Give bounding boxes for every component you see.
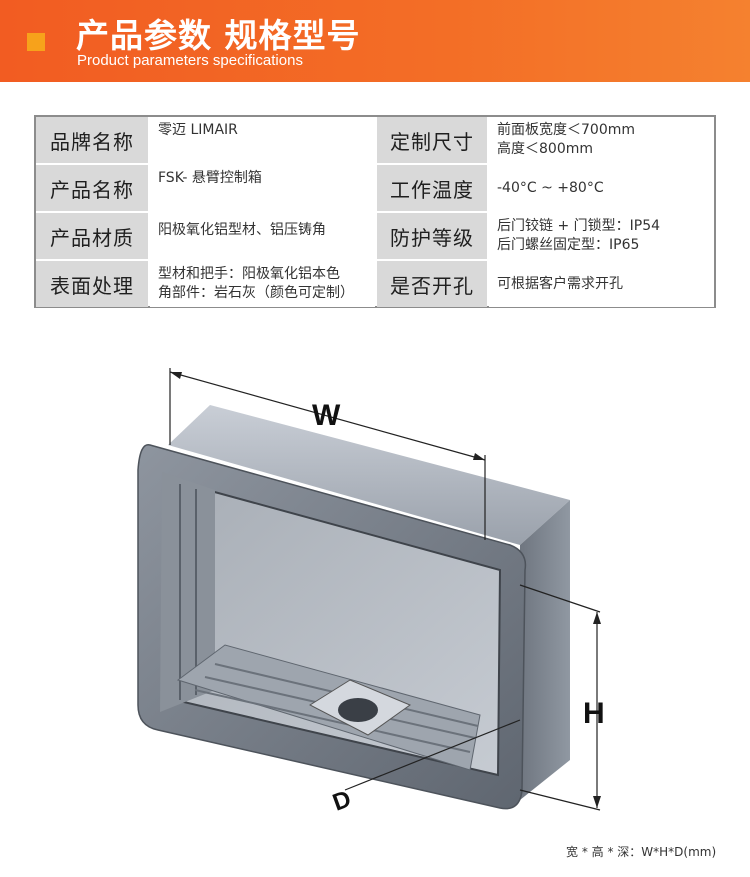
spec-value: FSK- 悬臂控制箱 (150, 165, 375, 211)
accent-square-icon (27, 33, 45, 51)
spec-value-line: 阳极氧化铝型材、铝压铸角 (158, 222, 326, 238)
dimension-label-d: D (329, 785, 355, 816)
spec-value-line: 高度＜800mm (497, 141, 593, 157)
spec-label: 品牌名称 (36, 117, 148, 163)
header-banner: 产品参数 规格型号 Product parameters specificati… (0, 0, 750, 82)
rail-line (194, 689, 471, 753)
spec-value-line: FSK- 悬臂控制箱 (158, 170, 262, 186)
dimension-label-w: W (312, 399, 341, 432)
spec-label: 定制尺寸 (377, 117, 487, 163)
spec-label: 产品名称 (36, 165, 148, 211)
dimension-label-h: H (583, 697, 605, 730)
spec-label: 工作温度 (377, 165, 487, 211)
spec-value-line: -40°C ~ +80°C (497, 179, 604, 196)
dimensions-caption: 宽 * 高 * 深：W*H*D(mm) (566, 845, 717, 859)
enclosure-side-face (520, 500, 570, 800)
spec-value: 零迈 LIMAIR (150, 117, 375, 163)
spec-value: 后门铰链 + 门锁型：IP54 后门螺丝固定型：IP65 (489, 213, 714, 259)
spec-value-line: 角部件：岩石灰（颜色可定制） (158, 285, 354, 301)
spec-value: 前面板宽度＜700mm 高度＜800mm (489, 117, 714, 163)
spec-label: 是否开孔 (377, 261, 487, 307)
enclosure-top-face (168, 405, 570, 545)
spec-label: 表面处理 (36, 261, 148, 307)
page-subtitle: Product parameters specifications (77, 52, 303, 69)
spec-value: 型材和把手：阳极氧化铝本色 角部件：岩石灰（颜色可定制） (150, 261, 375, 307)
spec-value-line: 后门铰链 + 门锁型：IP54 (497, 218, 661, 234)
spec-value-line: 型材和把手：阳极氧化铝本色 (158, 266, 340, 282)
spec-value: 阳极氧化铝型材、铝压铸角 (150, 213, 375, 259)
page-title: 产品参数 规格型号 (76, 16, 361, 55)
spec-label: 防护等级 (377, 213, 487, 259)
enclosure-illustration: W H D (137, 368, 605, 817)
dimension-lines (169, 368, 601, 811)
spec-table: 品牌名称 零迈 LIMAIR 定制尺寸 前面板宽度＜700mm 高度＜800mm… (34, 115, 716, 308)
cable-hole (338, 698, 378, 722)
spec-value: 可根据客户需求开孔 (489, 261, 714, 307)
dimension-arrows (170, 372, 601, 808)
spec-value-line: 前面板宽度＜700mm (497, 122, 635, 138)
spec-label: 产品材质 (36, 213, 148, 259)
spec-value-line: 可根据客户需求开孔 (497, 275, 623, 292)
enclosure-inner-wall (160, 472, 215, 712)
spec-value-line: 后门螺丝固定型：IP65 (497, 237, 640, 253)
spec-value-line: 零迈 LIMAIR (158, 122, 238, 138)
spec-value: -40°C ~ +80°C (489, 165, 714, 211)
